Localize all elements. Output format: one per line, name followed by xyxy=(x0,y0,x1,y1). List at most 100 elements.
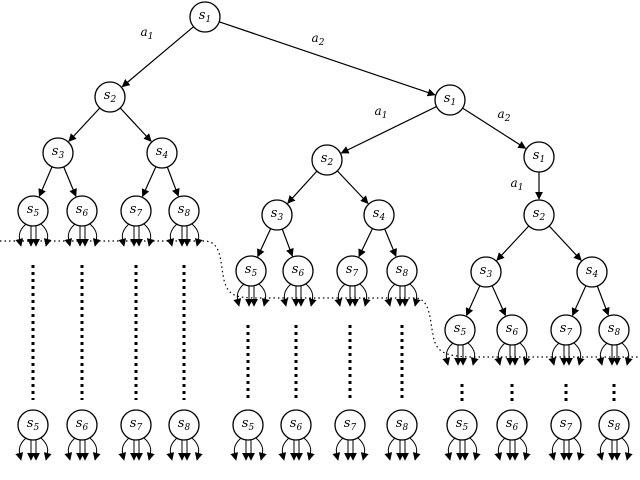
state-node-circle xyxy=(282,255,314,287)
state-label-s1: s1 xyxy=(444,91,456,108)
stub-arrow-right xyxy=(303,437,315,461)
state-label-s8: s8 xyxy=(178,202,191,219)
state-node-b-6: s6 xyxy=(280,409,312,441)
action-label-second_a2: a2 xyxy=(498,107,511,124)
state-label-s4: s4 xyxy=(586,263,599,280)
stub-arrow-left xyxy=(494,342,506,366)
state-node-t3-s4: s4 xyxy=(576,256,608,288)
arrow-stub-b-6 xyxy=(278,437,315,461)
arrow-stub-t1-s7 xyxy=(118,223,155,247)
state-label-s5: s5 xyxy=(27,202,40,219)
arrow-stub-t1-s8 xyxy=(166,223,203,247)
state-label-s1: s1 xyxy=(199,8,211,25)
state-label-s6: s6 xyxy=(76,416,89,433)
state-label-s3: s3 xyxy=(271,206,284,223)
edges xyxy=(0,21,640,461)
state-label-s4: s4 xyxy=(373,206,386,223)
edge-t3-s2-to-t3-s4 xyxy=(548,225,582,261)
stub-arrow-right xyxy=(305,283,317,307)
stub-arrow-left xyxy=(384,437,396,461)
edge-t2-s4-to-t2-s8 xyxy=(384,228,397,257)
state-node-circle xyxy=(523,141,555,173)
stub-arrow-left xyxy=(494,437,506,461)
edge-n-root-to-t1-s2 xyxy=(121,26,194,88)
arrow-stub-t3-s8 xyxy=(596,342,633,366)
state-label-s8: s8 xyxy=(396,262,409,279)
arrow-stub-b-12 xyxy=(596,437,633,461)
state-node-circle xyxy=(66,409,98,441)
state-node-t1-s4: s4 xyxy=(146,137,178,169)
edge-t1-s2-to-t1-s3 xyxy=(68,107,101,142)
state-label-s3: s3 xyxy=(52,144,65,161)
state-label-s5: s5 xyxy=(456,416,469,433)
stub-arrow-right xyxy=(573,437,585,461)
state-node-t2-s4: s4 xyxy=(363,199,395,231)
stub-arrow-left xyxy=(278,437,290,461)
edge-t1-s3-to-t1-s6 xyxy=(63,166,77,197)
state-node-t3-s6: s6 xyxy=(496,314,528,346)
stub-arrow-right xyxy=(357,437,369,461)
state-node-t2-s1: s1 xyxy=(434,84,466,116)
state-node-circle xyxy=(446,409,478,441)
state-node-circle xyxy=(66,195,98,227)
stub-arrow-right xyxy=(469,437,481,461)
state-node-b-11: s7 xyxy=(550,409,582,441)
stub-arrow-right xyxy=(40,223,52,247)
stub-arrow-left xyxy=(64,437,76,461)
state-label-s5: s5 xyxy=(245,262,258,279)
state-node-circle xyxy=(232,409,264,441)
state-label-s6: s6 xyxy=(76,202,89,219)
edge-t2-s2-to-t2-s3 xyxy=(287,170,318,204)
state-label-s4: s4 xyxy=(156,144,169,161)
stub-arrow-left xyxy=(332,437,344,461)
state-node-b-12: s8 xyxy=(598,409,630,441)
stub-arrow-right xyxy=(40,437,52,461)
action-label-second_a1: a1 xyxy=(375,104,388,121)
stub-arrow-left xyxy=(444,437,456,461)
state-node-circle xyxy=(336,255,368,287)
state-node-t3-s5: s5 xyxy=(444,314,476,346)
state-node-circle xyxy=(235,255,267,287)
state-node-circle xyxy=(17,409,49,441)
state-label-s6: s6 xyxy=(290,416,303,433)
arrow-stub-b-11 xyxy=(548,437,585,461)
edge-t1-s3-to-t1-s5 xyxy=(38,166,53,198)
state-node-circle xyxy=(168,195,200,227)
stub-arrow-left xyxy=(15,437,27,461)
state-node-t3-s1: s1 xyxy=(523,141,555,173)
state-node-circle xyxy=(120,195,152,227)
arrow-stub-b-3 xyxy=(118,437,155,461)
state-node-b-7: s7 xyxy=(334,409,366,441)
stub-arrow-right xyxy=(359,283,371,307)
edge-t3-s3-to-t3-s6 xyxy=(491,285,507,317)
state-node-circle xyxy=(470,256,502,288)
edge-t3-s4-to-t3-s8 xyxy=(596,285,610,316)
state-node-circle xyxy=(120,409,152,441)
state-node-t2-s6: s6 xyxy=(282,255,314,287)
edge-t2-s2-to-t2-s4 xyxy=(336,170,369,204)
arrow-stub-b-9 xyxy=(444,437,481,461)
stub-arrow-left xyxy=(384,283,396,307)
state-node-circle xyxy=(434,84,466,116)
state-node-b-10: s6 xyxy=(496,409,528,441)
stub-arrow-right xyxy=(191,223,203,247)
arrow-stub-b-1 xyxy=(15,437,52,461)
state-node-circle xyxy=(363,199,395,231)
stub-arrow-left xyxy=(334,283,346,307)
stub-arrow-left xyxy=(548,342,560,366)
arrow-stub-b-2 xyxy=(64,437,101,461)
edge-t1-s4-to-t1-s7 xyxy=(141,166,157,198)
edge-t2-s4-to-t2-s7 xyxy=(358,228,374,258)
state-label-s7: s7 xyxy=(344,416,357,433)
arrow-stub-b-5 xyxy=(230,437,267,461)
state-node-b-3: s7 xyxy=(120,409,152,441)
state-label-s3: s3 xyxy=(480,263,493,280)
state-label-s5: s5 xyxy=(454,321,467,338)
state-label-s6: s6 xyxy=(506,321,519,338)
state-label-s7: s7 xyxy=(560,321,573,338)
state-node-circle xyxy=(261,199,293,231)
arrow-stub-t2-s6 xyxy=(280,283,317,307)
state-label-s2: s2 xyxy=(104,88,117,105)
state-node-circle xyxy=(598,409,630,441)
arrow-stub-t3-s7 xyxy=(548,342,585,366)
